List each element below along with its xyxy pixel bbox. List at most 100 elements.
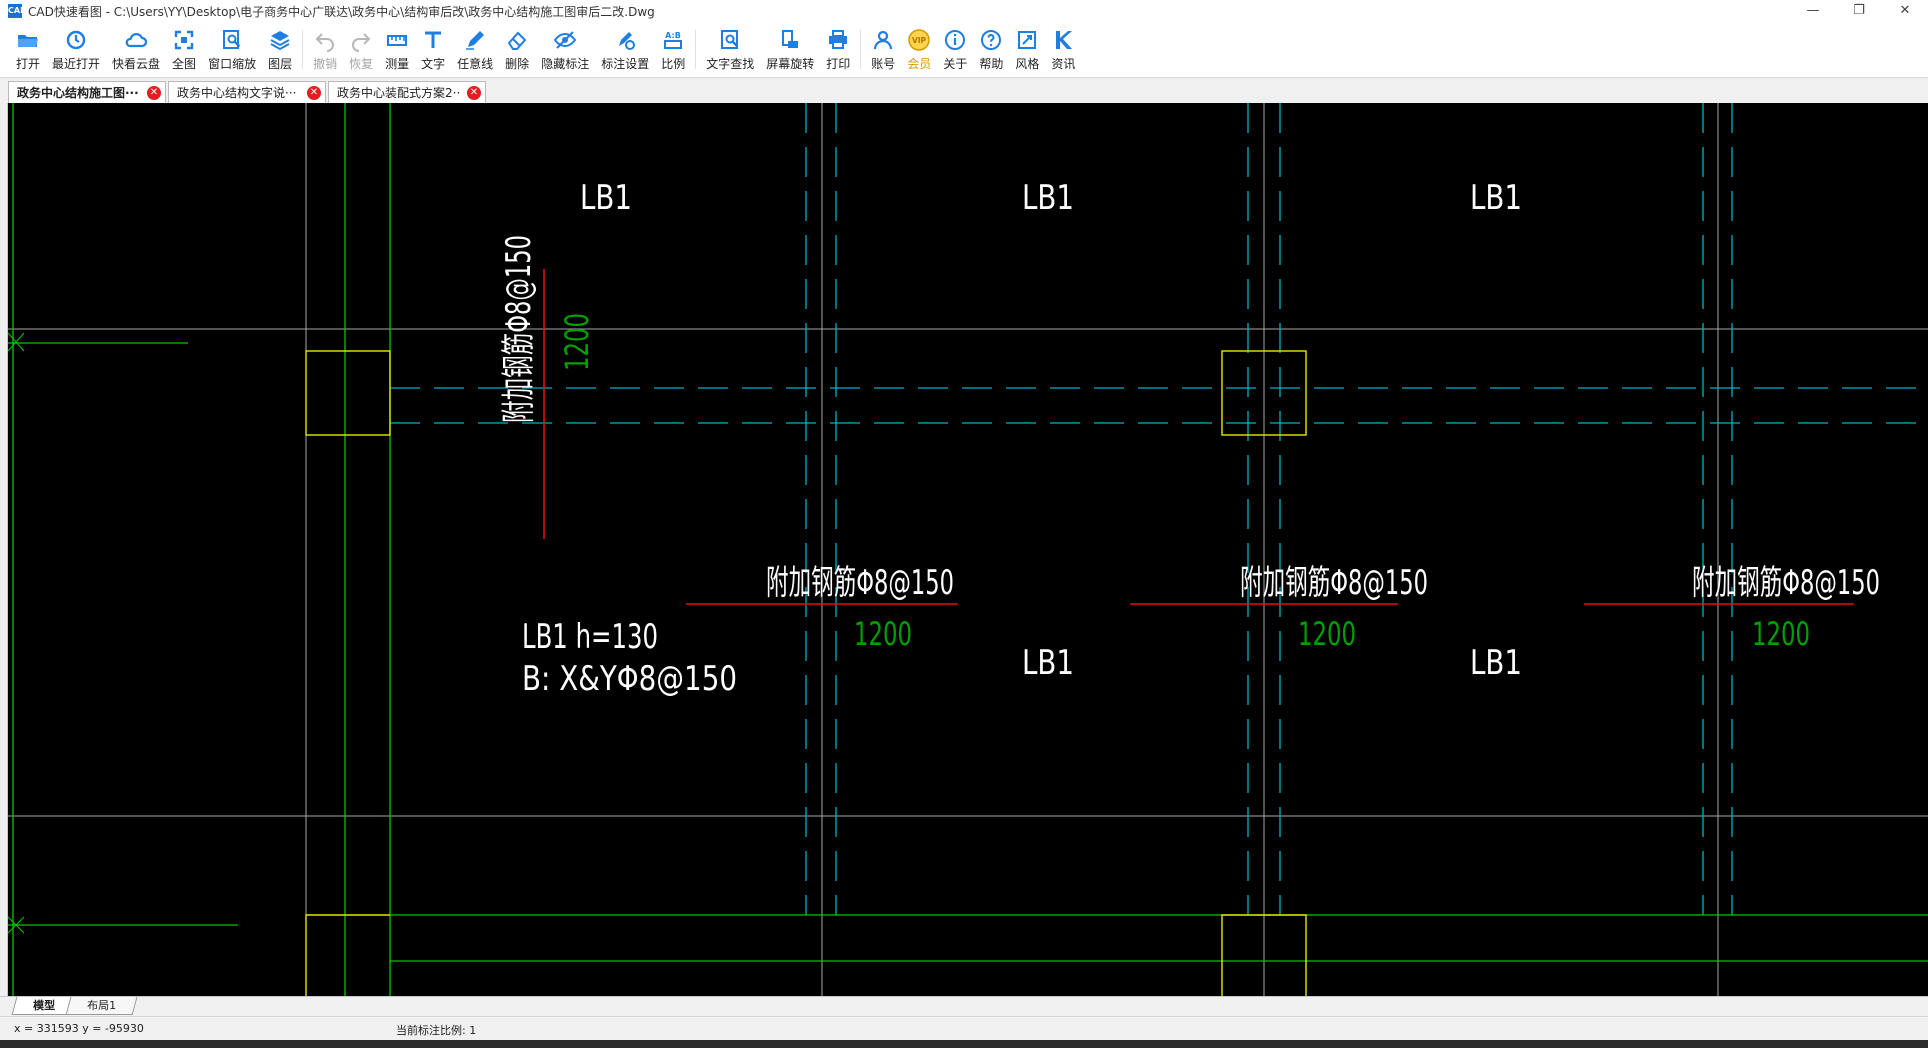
tab-layout1[interactable]: 布局1 — [65, 997, 138, 1015]
restore-button[interactable]: ❐ — [1853, 3, 1865, 18]
freeline-label: 任意线 — [457, 57, 494, 71]
info-icon — [945, 30, 966, 50]
hide-annotation-label: 隐藏标注 — [541, 57, 590, 71]
hide-annotation-button[interactable]: 隐藏标注 — [535, 22, 595, 77]
minimize-button[interactable]: — — [1806, 3, 1820, 18]
fit-all-label: 全图 — [172, 57, 197, 71]
app-logo-icon: CAD — [8, 4, 27, 18]
ruler-icon — [387, 35, 408, 46]
slab-spec-line2: B: X&YΦ8@150 — [522, 659, 737, 699]
close-tab-icon[interactable]: ✕ — [307, 86, 321, 100]
column — [1221, 914, 1307, 996]
freeline-button[interactable]: 任意线 — [451, 22, 499, 77]
help-icon — [981, 30, 1002, 50]
rebar-note: 附加钢筋Φ8@150 — [1240, 563, 1428, 603]
close-button[interactable]: ✕ — [1899, 3, 1911, 18]
print-button[interactable]: 打印 — [820, 22, 856, 77]
zoom-window-label: 窗口缩放 — [208, 57, 257, 71]
open-button[interactable]: 打开 — [10, 22, 46, 77]
toolbar-divider — [302, 30, 304, 69]
status-bar: x = 331593 y = -95930 当前标注比例: 1 — [0, 1016, 1928, 1040]
window-title: CAD快速看图 - C:\Users\YY\Desktop\电子商务中心广联达\… — [28, 4, 655, 19]
slab-label: LB1 — [1470, 178, 1522, 218]
annotation-settings-button[interactable]: 标注设置 — [595, 22, 655, 77]
vip-label: 会员 — [907, 57, 932, 71]
cad-drawing: LB1 LB1 LB1 LB1 LB1 LB1 h=130 B: X&YΦ8@1… — [8, 103, 1928, 996]
axis-marker — [8, 916, 25, 934]
redo-button[interactable]: 恢复 — [343, 22, 379, 77]
svg-text:VIP: VIP — [912, 36, 927, 45]
slab-spec-line1: LB1 h=130 — [522, 617, 658, 657]
account-label: 账号 — [871, 57, 896, 71]
measure-button[interactable]: 测量 — [379, 22, 415, 77]
slab-label: LB1 — [1470, 643, 1522, 683]
toolbar-divider — [695, 30, 697, 69]
redo-icon — [352, 33, 371, 52]
scale-label: 比例 — [661, 57, 686, 71]
fit-all-button[interactable]: 全图 — [166, 22, 202, 77]
left-edge — [0, 103, 8, 996]
news-icon — [1056, 31, 1073, 49]
cloud-label: 快看云盘 — [112, 57, 161, 71]
taskbar-strip — [0, 1040, 1928, 1048]
tab-model-label: 模型 — [33, 999, 56, 1012]
tab-layout1-label: 布局1 — [87, 999, 117, 1012]
text-search-button[interactable]: 文字查找 — [700, 22, 760, 77]
drawing-canvas[interactable]: LB1 LB1 LB1 LB1 LB1 LB1 h=130 B: X&YΦ8@1… — [8, 103, 1928, 996]
slab-label: LB1 — [1022, 178, 1074, 218]
text-search-icon — [721, 30, 739, 49]
tab-structural-notes[interactable]: 政务中心结构文字说··· ✕ — [168, 81, 326, 103]
news-button[interactable]: 资讯 — [1045, 22, 1081, 77]
toolbar-divider — [860, 30, 862, 69]
cloud-button[interactable]: 快看云盘 — [106, 22, 166, 77]
rotate-screen-label: 屏幕旋转 — [766, 57, 815, 71]
folder-open-icon — [18, 35, 38, 47]
tab-prefab-scheme[interactable]: 政务中心装配式方案2··· ✕ — [328, 81, 486, 103]
slab-label: LB1 — [580, 178, 632, 218]
document-tab-bar: 政务中心结构施工图··· ✕ 政务中心结构文字说··· ✕ 政务中心装配式方案2… — [0, 78, 1928, 103]
style-icon — [1018, 31, 1037, 49]
scale-button[interactable]: A:B 比例 — [655, 22, 691, 77]
text-button[interactable]: 文字 — [415, 22, 451, 77]
tab-label: 政务中心结构施工图··· — [17, 86, 139, 100]
printer-icon — [829, 30, 848, 49]
recent-button[interactable]: 最近打开 — [46, 22, 106, 77]
vip-icon: VIP — [908, 29, 931, 51]
close-tab-icon[interactable]: ✕ — [147, 86, 161, 100]
delete-button[interactable]: 删除 — [499, 22, 535, 77]
redo-label: 恢复 — [349, 57, 374, 71]
eraser-icon — [507, 31, 527, 50]
annotation-settings-label: 标注设置 — [601, 57, 650, 71]
close-tab-icon[interactable]: ✕ — [467, 86, 481, 100]
layers-button[interactable]: 图层 — [262, 22, 298, 77]
undo-button[interactable]: 撤销 — [307, 22, 343, 77]
text-label: 文字 — [421, 57, 446, 71]
rotate-screen-button[interactable]: 屏幕旋转 — [760, 22, 820, 77]
layers-label: 图层 — [268, 57, 293, 71]
fit-all-icon — [174, 30, 194, 50]
title-bar: CAD CAD快速看图 - C:\Users\YY\Desktop\电子商务中心… — [0, 0, 1928, 22]
column — [1221, 350, 1307, 436]
undo-icon — [315, 33, 335, 52]
style-label: 风格 — [1015, 57, 1040, 71]
account-button[interactable]: 账号 — [865, 22, 901, 77]
vip-button[interactable]: VIP 会员 — [901, 22, 937, 77]
text-search-label: 文字查找 — [706, 57, 755, 71]
recent-clock-icon — [66, 30, 86, 50]
measure-label: 测量 — [385, 57, 410, 71]
style-button[interactable]: 风格 — [1009, 22, 1045, 77]
column — [305, 914, 390, 996]
zoom-window-icon — [223, 30, 241, 49]
column — [305, 350, 391, 436]
about-button[interactable]: 关于 — [937, 22, 973, 77]
undo-label: 撤销 — [313, 57, 338, 71]
cloud-icon — [125, 33, 148, 48]
help-button[interactable]: 帮助 — [973, 22, 1009, 77]
zoom-window-button[interactable]: 窗口缩放 — [202, 22, 262, 77]
axis-marker — [8, 332, 25, 352]
delete-label: 删除 — [505, 57, 530, 71]
eye-hide-icon — [553, 31, 577, 49]
tab-structural-drawing[interactable]: 政务中心结构施工图··· ✕ — [8, 81, 166, 103]
cursor-coordinates: x = 331593 y = -95930 — [14, 1022, 144, 1035]
rebar-note-vertical: 附加钢筋Φ8@150 — [499, 235, 539, 423]
